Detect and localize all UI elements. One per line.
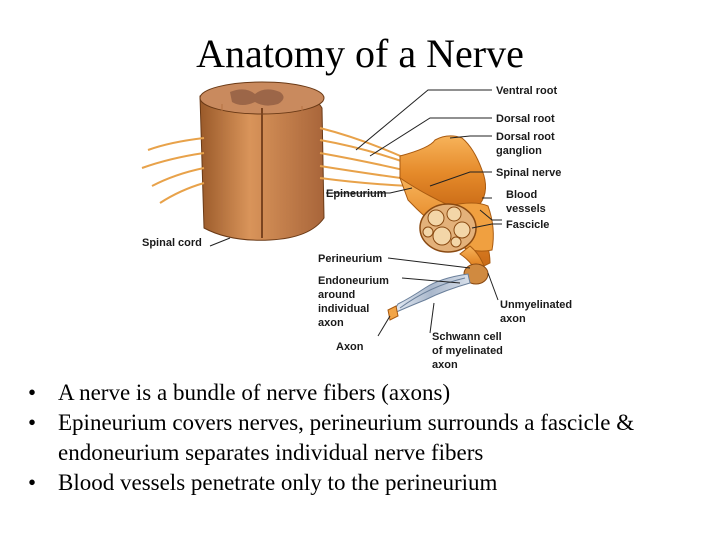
label-schwann-cell-line3: axon: [432, 359, 458, 371]
label-endoneurium: Endoneurium: [318, 275, 389, 287]
bullet-item: • Epineurium covers nerves, perineurium …: [28, 408, 708, 468]
bullet-text: A nerve is a bundle of nerve fibers (axo…: [58, 380, 451, 405]
label-fascicle: Fascicle: [506, 219, 549, 231]
label-axon: Axon: [336, 341, 364, 353]
label-unmyelinated-axon-line2: axon: [500, 313, 526, 325]
bullet-marker: •: [28, 470, 37, 495]
bullet-list: • A nerve is a bundle of nerve fibers (a…: [28, 378, 708, 498]
leader-lines: [209, 89, 502, 337]
spinal-cord-shape: [199, 81, 325, 241]
label-schwann-cell: Schwann cell: [432, 331, 502, 343]
label-unmyelinated-axon: Unmyelinated: [500, 299, 572, 311]
bullet-marker: •: [28, 410, 37, 435]
label-dorsal-root-ganglion-line2: ganglion: [496, 145, 542, 157]
label-spinal-cord: Spinal cord: [142, 237, 202, 249]
label-dorsal-root-ganglion: Dorsal root: [496, 131, 555, 143]
label-schwann-cell-line2: of myelinated: [432, 345, 503, 357]
label-epineurium: Epineurium: [326, 188, 387, 200]
label-blood-vessels-line2: vessels: [506, 203, 546, 215]
bullet-text: Blood vessels penetrate only to the peri…: [58, 470, 498, 495]
label-ventral-root: Ventral root: [496, 85, 557, 97]
bullet-item: • Blood vessels penetrate only to the pe…: [28, 468, 708, 498]
axon-strand: [387, 273, 471, 321]
nerve-diagram: Ventral root Dorsal root Dorsal root gan…: [141, 81, 572, 371]
label-dorsal-root: Dorsal root: [496, 113, 555, 125]
slide-title: Anatomy of a Nerve: [196, 31, 524, 76]
bullet-item: • A nerve is a bundle of nerve fibers (a…: [28, 378, 708, 408]
label-blood-vessels: Blood: [506, 189, 537, 201]
bullet-text: Epineurium covers nerves, perineurium su…: [58, 410, 635, 465]
label-endoneurium-line3: individual: [318, 303, 369, 315]
label-endoneurium-line4: axon: [318, 317, 344, 329]
label-endoneurium-line2: around: [318, 289, 355, 301]
nerve-distal-shape: [459, 245, 489, 285]
label-spinal-nerve: Spinal nerve: [496, 167, 561, 179]
nerve-cross-section: [419, 203, 477, 253]
label-perineurium: Perineurium: [318, 253, 382, 265]
nerve-anatomy-figure: Ventral root Dorsal root Dorsal root gan…: [130, 78, 600, 378]
bullet-marker: •: [28, 380, 37, 405]
